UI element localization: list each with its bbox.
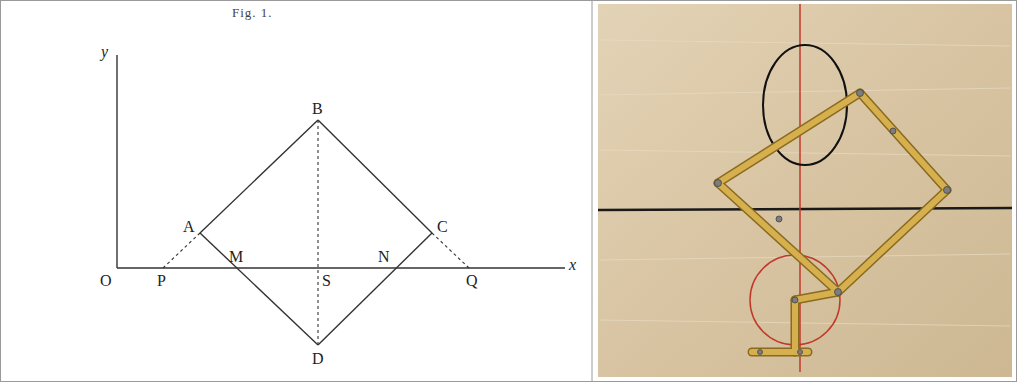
point-label: B [312, 101, 323, 117]
axis-label: x [569, 257, 576, 273]
point-label: D [312, 351, 324, 367]
point-label: M [229, 249, 243, 265]
point-label: O [100, 273, 112, 289]
figure-caption: Fig. 1. [232, 6, 273, 19]
point-label: C [437, 219, 448, 235]
point-label: S [322, 273, 331, 289]
point-label: P [157, 273, 166, 289]
point-label: N [378, 249, 390, 265]
axis-label: y [101, 44, 108, 60]
point-label: Q [466, 273, 478, 289]
point-label: A [183, 219, 195, 235]
